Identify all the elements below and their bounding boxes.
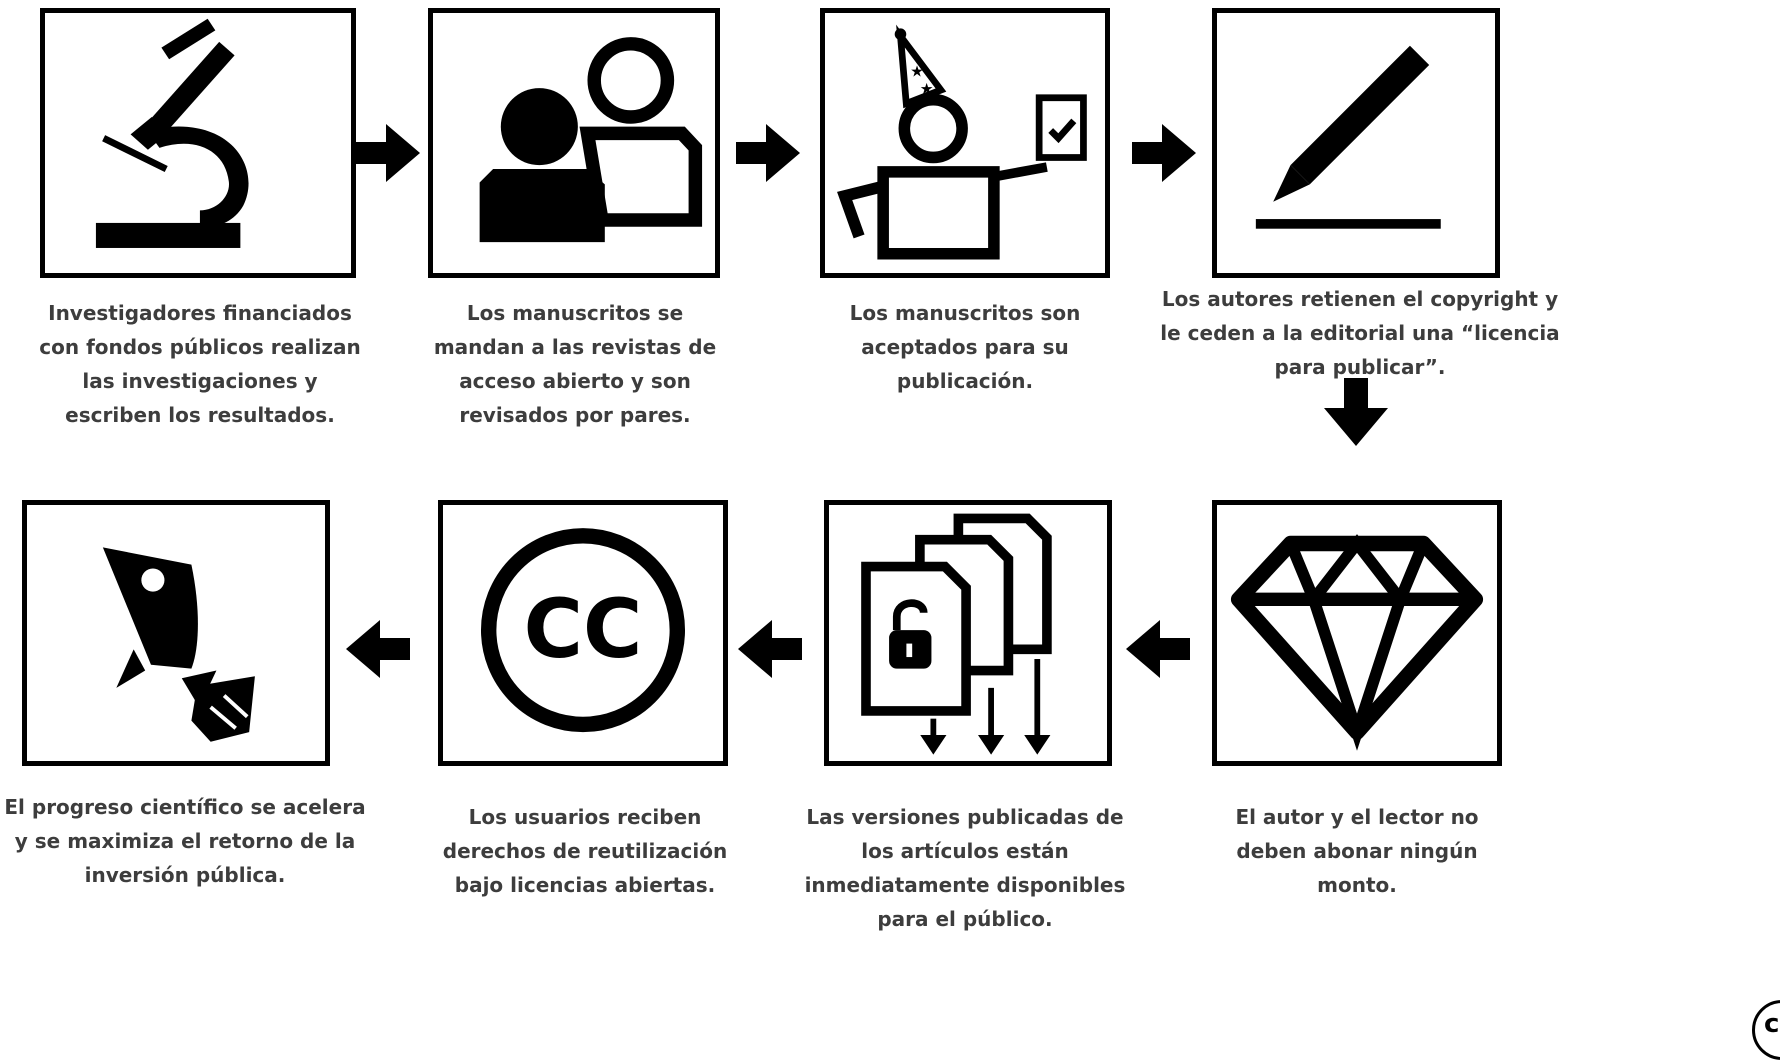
pencil-icon — [1255, 45, 1441, 229]
step-5-panel — [1212, 500, 1502, 766]
rocket-icon — [102, 547, 255, 742]
step-8-caption: El progreso científico se acelera y se m… — [4, 795, 366, 887]
svg-text:★: ★ — [910, 63, 924, 81]
diamond-icon — [1230, 534, 1484, 751]
arrow-left-1 — [344, 616, 410, 682]
step-3-caption: Los manuscritos son aceptados para su pu… — [849, 301, 1081, 393]
cc-license-icon: c — [1752, 1000, 1780, 1060]
step-1-panel — [40, 8, 356, 278]
party-person-icon: ★ ★ — [837, 24, 1087, 260]
step-6-caption: Las versiones publicadas de los artículo… — [804, 805, 1126, 931]
step-2-caption: Los manuscritos se mandan a las revistas… — [433, 301, 717, 427]
step-4-panel — [1212, 8, 1500, 278]
step-2-panel — [428, 8, 720, 278]
creative-commons-icon: CC — [480, 528, 686, 733]
step-5-caption: El autor y el lector no deben abonar nin… — [1235, 805, 1479, 897]
step-3-panel: ★ ★ — [820, 8, 1110, 278]
step-6-panel — [824, 500, 1112, 766]
people-icon — [479, 37, 703, 243]
arrow-right-2 — [736, 120, 802, 186]
svg-text:CC: CC — [524, 583, 643, 677]
step-7-caption: Los usuarios reciben derechos de reutili… — [442, 805, 728, 897]
step-4-caption: Los autores retienen el copyright y le c… — [1160, 287, 1560, 379]
step-1-caption: Investigadores financiados con fondos pú… — [39, 301, 361, 427]
arrow-down — [1322, 378, 1390, 448]
step-7-panel: CC — [438, 500, 728, 766]
arrow-right-3 — [1132, 120, 1198, 186]
arrow-left-3 — [1124, 616, 1190, 682]
arrow-right-1 — [356, 120, 422, 186]
microscope-icon — [95, 18, 249, 248]
open-access-documents-icon — [861, 513, 1052, 755]
arrow-left-2 — [736, 616, 802, 682]
svg-text:★: ★ — [920, 80, 934, 98]
step-8-panel — [22, 500, 330, 766]
